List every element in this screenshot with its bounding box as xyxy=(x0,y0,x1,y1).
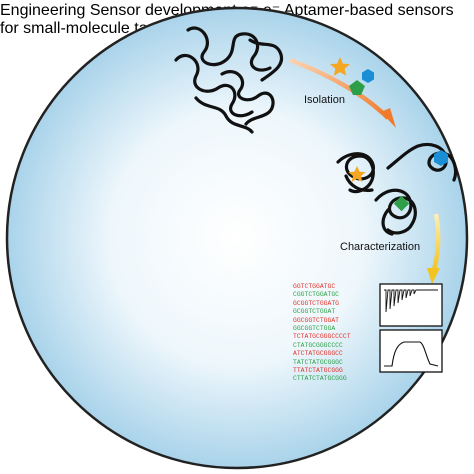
sequence-line: ATCTATGCGGGCC xyxy=(293,350,343,358)
isolation-arrow xyxy=(289,57,390,120)
sequence-line: TCTATGCGGGCCCCT xyxy=(293,333,351,341)
pentagon-target-icon xyxy=(349,80,365,95)
sequence-line: CTATGCGGGCCCC xyxy=(293,341,343,349)
sequence-line: GGCGGTCTGGAT xyxy=(293,316,340,324)
hexagon-target-icon xyxy=(362,69,374,83)
random-library-strands xyxy=(174,26,284,134)
bound-pentagon-icon xyxy=(393,195,410,212)
characterization-arrow-head xyxy=(427,268,440,284)
binding-curve-plot xyxy=(379,329,443,373)
sequence-line: CTTATCTATGCGGG xyxy=(293,375,347,383)
sequence-line: GCGGTCTGGAT xyxy=(293,308,336,316)
bound-hexagon-icon xyxy=(434,150,448,166)
isolation-arrow-head xyxy=(381,108,396,128)
step-characterization: Characterization xyxy=(340,241,420,253)
background-circle xyxy=(5,6,469,470)
step-engineering: Engineering xyxy=(0,2,86,19)
itc-plot xyxy=(379,283,443,327)
sequence-line: GGCGGTCTGGA xyxy=(293,325,336,333)
sequence-line: GCGGTCTGGATG xyxy=(293,299,340,307)
sequence-line: TTATCTATGCGGG xyxy=(293,367,343,375)
title-line-1: Aptamer-based sensors xyxy=(283,2,454,19)
star-target-icon xyxy=(330,57,350,76)
sequence-line: GGTCTGGATGC xyxy=(293,283,336,290)
bound-star-icon xyxy=(348,166,366,182)
characterization-arrow xyxy=(431,213,441,271)
sequence-line: TATCTATGCGGGC xyxy=(293,358,343,366)
step-isolation: Isolation xyxy=(304,94,345,106)
sequence-line: CGGTCTGGATGC xyxy=(293,291,340,299)
